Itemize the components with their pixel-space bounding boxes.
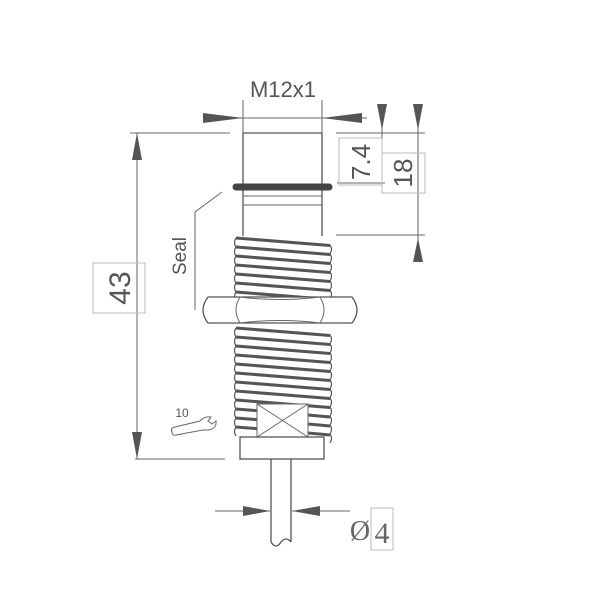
hex-nut <box>202 296 358 324</box>
thread-edge <box>233 426 333 444</box>
thread-edge <box>233 408 333 426</box>
thread-edge <box>233 237 333 255</box>
thread-line <box>235 272 331 284</box>
thread-line <box>235 335 331 347</box>
seal-label: Seal <box>170 237 191 275</box>
diameter-symbol: Ø <box>350 516 370 547</box>
thread-line <box>235 326 331 338</box>
thread-edge <box>233 255 333 273</box>
thread-line <box>235 263 331 275</box>
thread-line <box>235 425 258 431</box>
thread-line <box>235 380 331 392</box>
cable-diameter-dimension: Ø 4 <box>215 506 394 551</box>
thread-edge <box>233 264 333 282</box>
thread-line <box>235 407 258 413</box>
thread-line <box>307 413 331 419</box>
thread-edge <box>233 417 333 435</box>
thread-edge <box>233 390 333 408</box>
thread-line <box>235 281 331 293</box>
sensor-body <box>202 132 358 547</box>
thread-line <box>235 371 331 383</box>
thread-edge <box>233 399 333 417</box>
thread-line <box>235 362 331 374</box>
thread-edge <box>233 372 333 390</box>
cable <box>270 459 292 547</box>
thread-edge <box>233 246 333 264</box>
seal-callout: Seal <box>170 191 223 310</box>
end-cap <box>239 436 325 460</box>
length-dimension: 43 <box>92 132 230 460</box>
wrench-size: 10 <box>170 406 217 436</box>
thread-line <box>235 254 331 266</box>
dim-7-4-label: 7.4 <box>346 144 376 180</box>
diameter-label: 4 <box>375 517 390 550</box>
thread-line <box>307 422 331 428</box>
thread-edge <box>233 363 333 381</box>
thread-edge <box>233 336 333 354</box>
length-label: 43 <box>104 271 137 304</box>
wrench-size-label: 10 <box>175 406 189 420</box>
thread-edge <box>233 381 333 399</box>
thread-line <box>235 344 331 356</box>
thread-edge <box>233 354 333 372</box>
thread-edge <box>233 273 333 291</box>
wrench-icon <box>170 416 217 436</box>
thread-line <box>235 236 331 248</box>
thread-edge <box>233 345 333 363</box>
thread-line <box>235 389 331 401</box>
thread-label: M12x1 <box>250 77 316 102</box>
thread-line <box>307 431 331 437</box>
thread-line <box>235 245 331 257</box>
thread <box>233 236 333 444</box>
thread-line <box>235 353 331 365</box>
thread-edge <box>233 327 333 345</box>
thread-dimension: M12x1 <box>203 77 367 133</box>
right-dimensions: 7.4 18 <box>336 104 426 262</box>
thread-line <box>235 416 258 422</box>
dim-18-label: 18 <box>388 159 418 188</box>
